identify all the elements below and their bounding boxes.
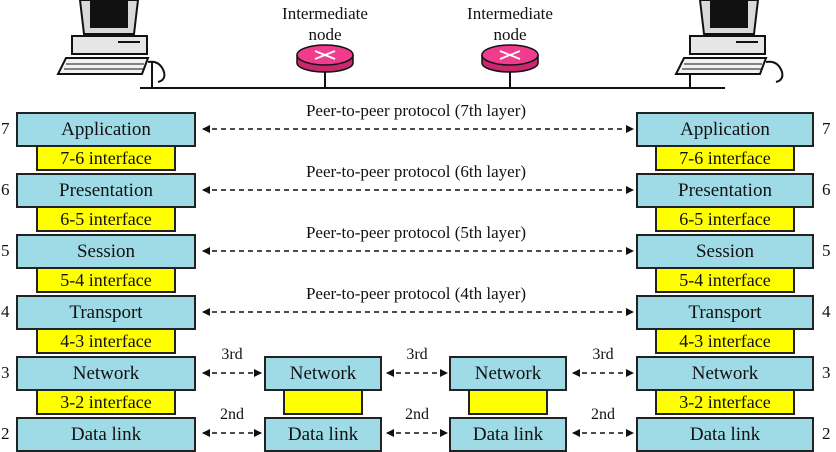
hop-label-datalink-2: 2nd [405,406,429,423]
left-layer-datalink: Data link [16,417,196,452]
left-layer-number-4: 4 [1,302,10,321]
router-2-icon [481,44,539,73]
left-layer-presentation: Presentation [16,173,196,208]
right-layer-network: Network [636,356,814,391]
protocol-label-layer7: Peer-to-peer protocol (7th layer) [305,101,527,120]
left-layer-transport: Transport [16,295,196,330]
right-interface-5-4: 5-4 interface [655,267,795,293]
intermediate-node-1-line2: node [308,25,342,44]
right-layer-transport: Transport [636,295,814,330]
left-interface-3-2: 3-2 interface [36,389,176,415]
left-computer-icon [56,0,166,83]
left-layer-session: Session [16,234,196,269]
protocol-arrows [202,125,634,437]
right-layer-session: Session [636,234,814,269]
left-interface-4-3: 4-3 interface [36,328,176,354]
intermediate-node-2-line2: node [493,25,527,44]
protocol-label-layer4: Peer-to-peer protocol (4th layer) [305,284,527,303]
hop-label-network-1: 3rd [221,346,243,363]
left-layer-number-2: 2 [1,424,10,443]
left-layer-number-7: 7 [1,119,10,138]
router-1-icon [296,44,354,73]
left-interface-7-6: 7-6 interface [36,145,176,171]
right-layer-presentation: Presentation [636,173,814,208]
intermediate-1-interface [283,389,363,415]
right-layer-number-5: 5 [822,241,831,260]
protocol-label-layer6: Peer-to-peer protocol (6th layer) [305,162,527,181]
right-layer-datalink: Data link [636,417,814,452]
intermediate-1-datalink: Data link [264,417,382,452]
right-layer-number-3: 3 [822,363,831,382]
hop-label-network-3: 3rd [592,346,614,363]
right-interface-4-3: 4-3 interface [655,328,795,354]
right-interface-7-6: 7-6 interface [655,145,795,171]
intermediate-node-2-line1: Intermediate [467,4,553,23]
intermediate-node-2-label: Intermediate node [445,3,575,45]
hop-label-datalink-1: 2nd [220,406,244,423]
intermediate-2-datalink: Data link [449,417,567,452]
protocol-label-layer5: Peer-to-peer protocol (5th layer) [305,223,527,242]
left-interface-6-5: 6-5 interface [36,206,176,232]
intermediate-1-network: Network [264,356,382,391]
left-layer-number-3: 3 [1,363,10,382]
right-layer-number-2: 2 [822,424,831,443]
right-layer-application: Application [636,112,814,147]
right-layer-number-7: 7 [822,119,831,138]
right-interface-6-5: 6-5 interface [655,206,795,232]
intermediate-2-network: Network [449,356,567,391]
right-computer-icon [674,0,784,83]
right-layer-number-6: 6 [822,180,831,199]
right-layer-number-4: 4 [822,302,831,321]
hop-label-datalink-3: 2nd [591,406,615,423]
right-interface-3-2: 3-2 interface [655,389,795,415]
intermediate-2-interface [468,389,548,415]
left-layer-number-6: 6 [1,180,10,199]
left-layer-network: Network [16,356,196,391]
left-layer-number-5: 5 [1,241,10,260]
left-layer-application: Application [16,112,196,147]
network-topology [56,0,784,89]
intermediate-node-1-line1: Intermediate [282,4,368,23]
left-interface-5-4: 5-4 interface [36,267,176,293]
hop-label-network-2: 3rd [406,346,428,363]
intermediate-node-1-label: Intermediate node [260,3,390,45]
